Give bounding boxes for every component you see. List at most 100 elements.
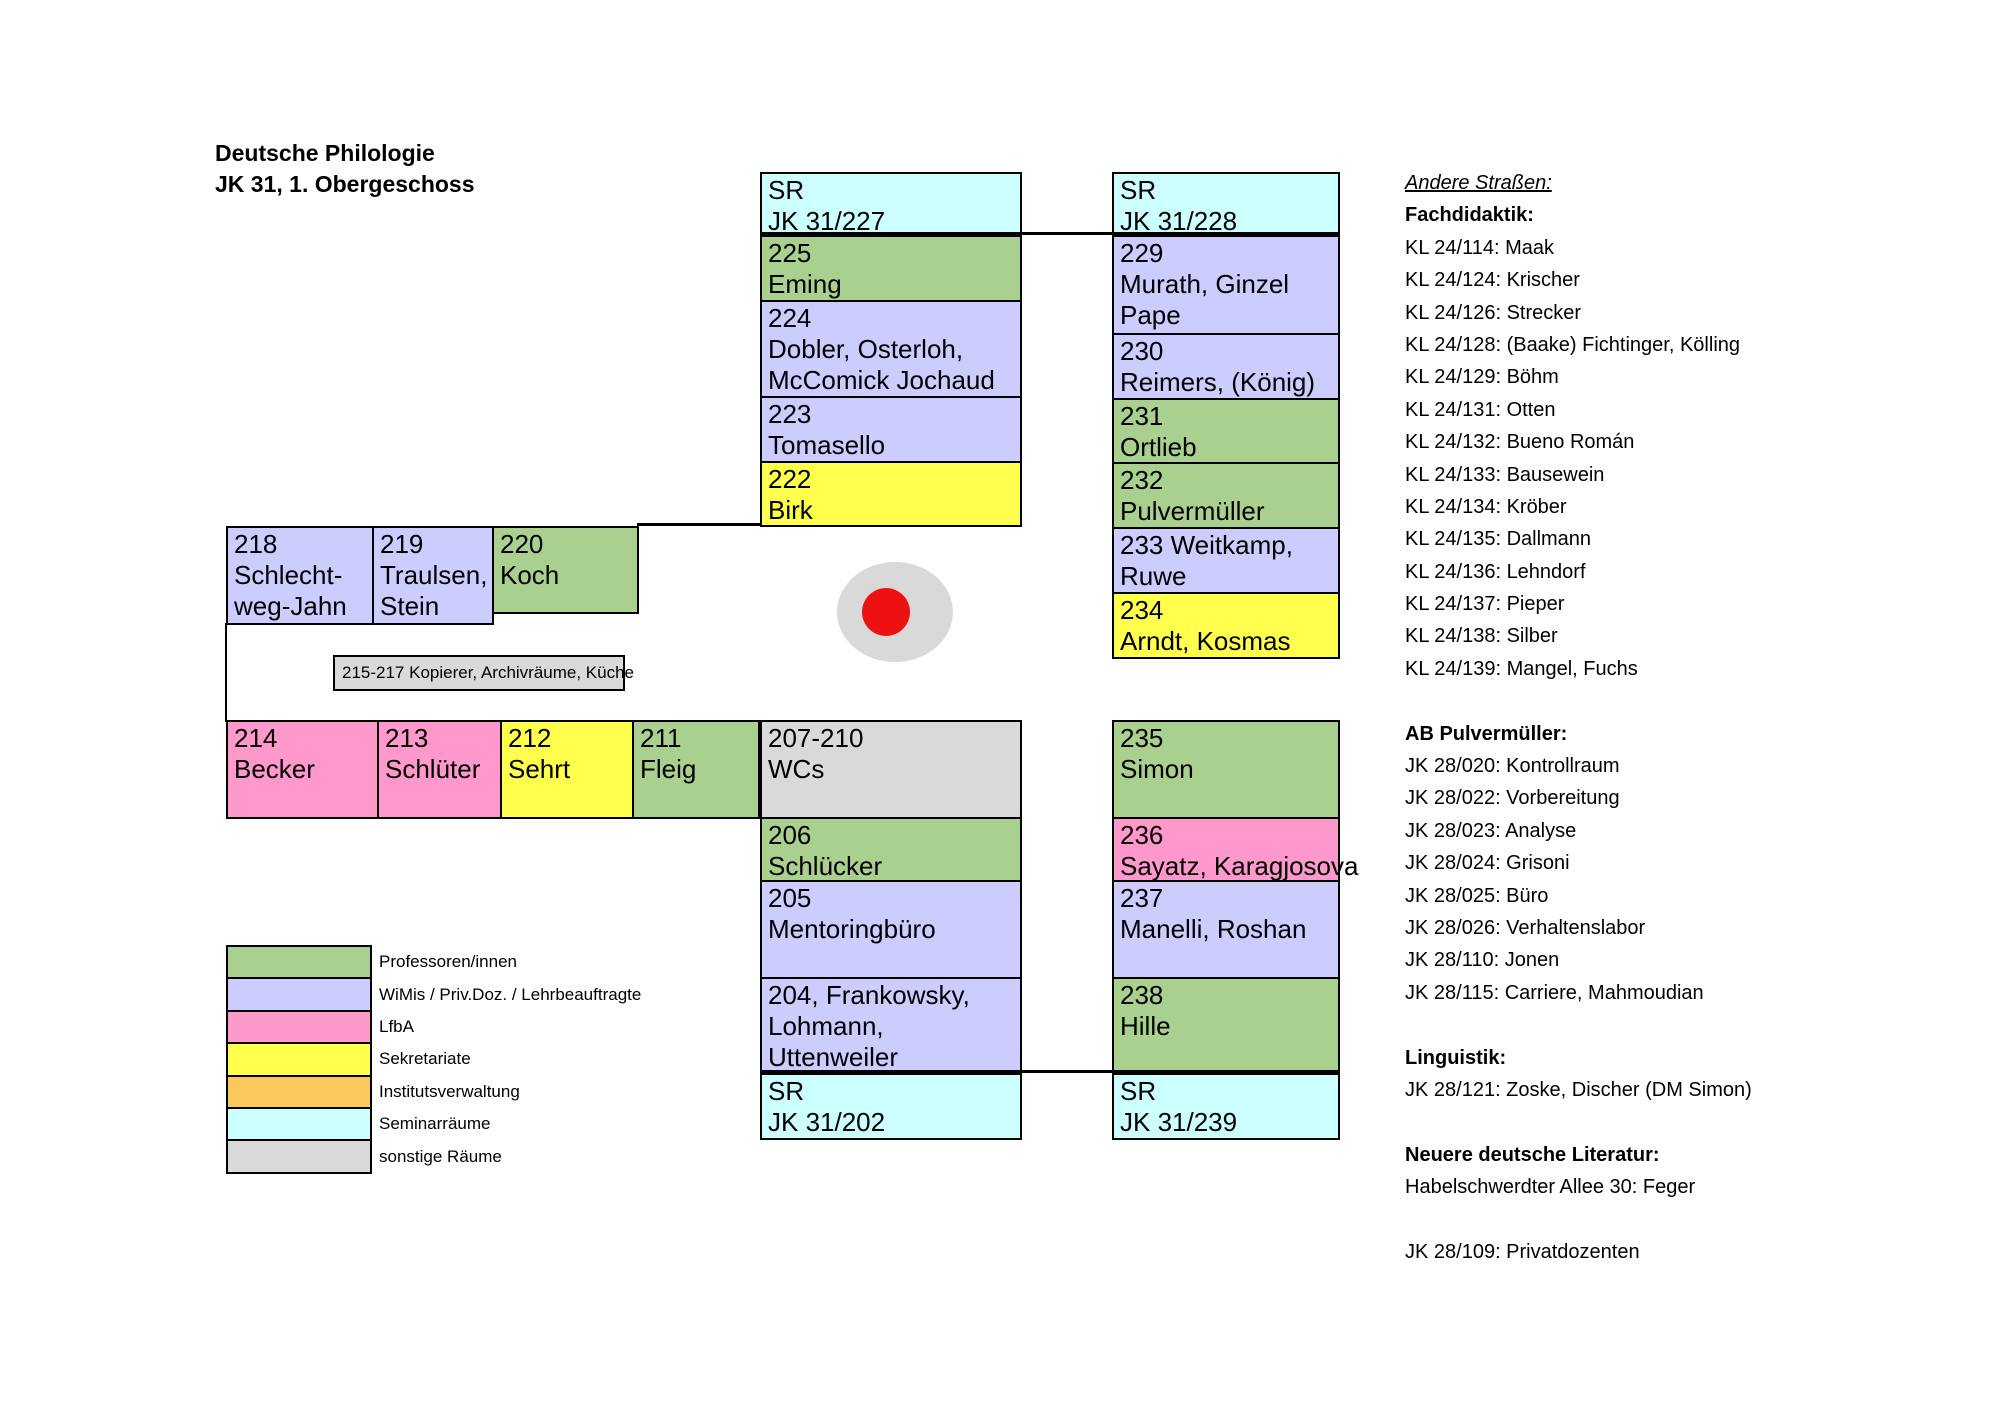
- legend-label: Seminarräume: [379, 1114, 491, 1134]
- room-label: McComick Jochaud: [768, 365, 995, 395]
- room-label: Schlecht-: [234, 560, 343, 590]
- room-label: Sayatz, Karagjosova: [1120, 851, 1359, 881]
- room-label: 218: [234, 529, 278, 559]
- info-line: KL 24/126: Strecker: [1405, 301, 1582, 324]
- room-label: 215-217 Kopierer, Archivräume, Küche: [342, 663, 635, 682]
- room-label: 212: [508, 723, 552, 753]
- room-label: JK 31/239: [1120, 1107, 1238, 1137]
- room-label: 219: [380, 529, 424, 559]
- info-line: KL 24/114: Maak: [1405, 236, 1554, 259]
- info-line: KL 24/124: Krischer: [1405, 269, 1580, 292]
- info-line: JK 28/115: Carriere, Mahmoudian: [1405, 981, 1704, 1004]
- title-line-1: Deutsche Philologie: [215, 140, 435, 166]
- legend-swatch-seminar: [226, 1107, 372, 1142]
- info-line: KL 24/133: Bausewein: [1405, 463, 1605, 486]
- room-label: Manelli, Roshan: [1120, 914, 1307, 944]
- room-label: 222: [768, 464, 812, 494]
- info-line: KL 24/135: Dallmann: [1405, 528, 1592, 551]
- room-label: 214: [234, 723, 278, 753]
- room-label: 205: [768, 883, 812, 913]
- room-label: Ortlieb: [1120, 432, 1197, 462]
- legend-label: Professoren/innen: [379, 952, 517, 972]
- corridor-line-middle: [637, 523, 762, 526]
- room-label: WCs: [768, 754, 825, 784]
- room-label: SR: [1120, 175, 1157, 205]
- legend-label: Sekretariate: [379, 1049, 471, 1069]
- info-blank-line: [1405, 1014, 1752, 1046]
- room-label: 236: [1120, 820, 1164, 850]
- legend-swatch-professors: [226, 945, 372, 980]
- room-label: 220: [500, 529, 544, 559]
- room-label: 224: [768, 303, 812, 333]
- info-line: KL 24/136: Lehndorf: [1405, 560, 1586, 583]
- info-line: JK 28/024: Grisoni: [1405, 852, 1570, 875]
- legend-swatch-sekretariate: [226, 1042, 372, 1077]
- room-label: JK 31/228: [1120, 206, 1238, 236]
- info-blank-line: [1405, 690, 1752, 722]
- room-label: 233 Weitkamp,: [1120, 530, 1293, 560]
- room-label: Murath, Ginzel: [1120, 269, 1290, 299]
- legend-swatch-verwaltung: [226, 1074, 372, 1109]
- room-label: 229: [1120, 238, 1164, 268]
- room-label: Becker: [234, 754, 315, 784]
- room-label: Tomasello: [768, 430, 886, 460]
- room-label: 231: [1120, 401, 1164, 431]
- room-label: Fleig: [640, 754, 697, 784]
- room-label: 232: [1120, 465, 1164, 495]
- info-line: KL 24/139: Mangel, Fuchs: [1405, 657, 1638, 680]
- info-line: KL 24/137: Pieper: [1405, 593, 1565, 616]
- room-label: Birk: [768, 495, 813, 525]
- room-label: 204, Frankowsky,: [768, 980, 970, 1010]
- legend-label: LfbA: [379, 1016, 414, 1036]
- legend-label: sonstige Räume: [379, 1146, 502, 1166]
- info-line: KL 24/134: Kröber: [1405, 495, 1567, 518]
- info-line: Andere Straßen:: [1405, 172, 1552, 194]
- corridor-line-left: [225, 623, 227, 722]
- room-label: Koch: [500, 560, 560, 590]
- room-label: Lohmann,: [768, 1011, 884, 1041]
- corridor-line-bottom: [760, 1070, 1338, 1073]
- room-label: 223: [768, 399, 812, 429]
- room-233: 233 Weitkamp,Ruwe: [1112, 527, 1340, 594]
- info-panel: Andere Straßen:Fachdidaktik:KL 24/114: M…: [1405, 172, 1752, 1273]
- info-line: JK 28/025: Büro: [1405, 884, 1549, 907]
- room-label: 206: [768, 820, 812, 850]
- info-line: JK 28/022: Vorbereitung: [1405, 787, 1620, 810]
- legend-label: Institutsverwaltung: [379, 1081, 520, 1101]
- rooms-215-217: 215-217 Kopierer, Archivräume, Küche: [333, 655, 635, 691]
- room-label: Mentoringbüro: [768, 914, 936, 944]
- room-label: SR: [768, 175, 805, 205]
- info-line: KL 24/131: Otten: [1405, 398, 1556, 421]
- title-line-2: JK 31, 1. Obergeschoss: [215, 171, 475, 197]
- room-label: SR: [768, 1076, 805, 1106]
- room-label: 207-210: [768, 723, 864, 753]
- room-label: 237: [1120, 883, 1164, 913]
- room-label: SR: [1120, 1076, 1157, 1106]
- location-marker-dot: [862, 588, 910, 636]
- room-label: Eming: [768, 269, 842, 299]
- room-label: Pulvermüller: [1120, 496, 1265, 526]
